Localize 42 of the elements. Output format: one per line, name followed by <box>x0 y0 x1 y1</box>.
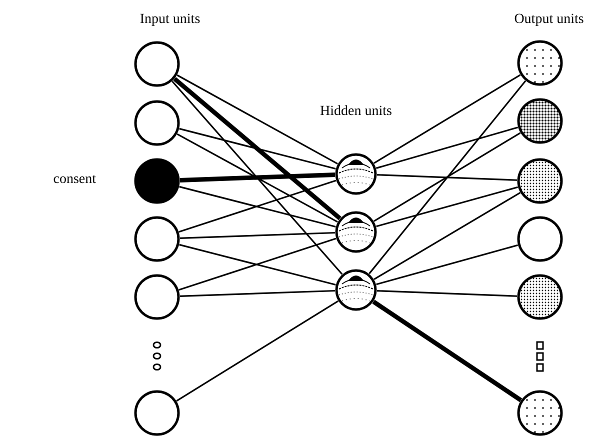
connection-line <box>180 290 336 297</box>
unit-label: consent <box>53 172 96 188</box>
connection-line <box>176 74 338 165</box>
connection-line <box>376 186 518 228</box>
unit-circle <box>134 100 180 146</box>
hidden-unit-circle <box>335 269 377 311</box>
connection-line <box>178 180 336 233</box>
unit-circle <box>517 274 563 320</box>
unit-circle <box>134 274 180 320</box>
connection-line <box>376 174 518 181</box>
hidden-unit-circle <box>335 153 377 195</box>
connection-line <box>179 244 336 286</box>
connection-line <box>376 290 518 297</box>
connection-line <box>376 244 518 286</box>
connection-line <box>368 80 526 274</box>
connection-line <box>180 172 336 182</box>
connection-line <box>176 133 338 223</box>
connection-line <box>374 74 521 164</box>
connection-line <box>179 128 336 170</box>
connection-line <box>374 192 521 280</box>
column-heading: Hidden units <box>319 104 393 120</box>
hidden-unit-circle <box>335 211 377 253</box>
connection-line <box>176 300 339 402</box>
connection-line <box>376 126 518 169</box>
column-heading: Output units <box>513 12 585 28</box>
unit-circle <box>517 216 563 262</box>
unit-circle <box>517 98 563 144</box>
unit-circle <box>134 390 180 436</box>
unit-circle <box>134 41 180 87</box>
connection-line <box>179 186 336 228</box>
connection-line <box>372 300 522 402</box>
connection-line <box>173 77 342 220</box>
unit-circle <box>517 158 563 204</box>
unit-circle <box>517 390 563 436</box>
unit-circle <box>134 158 180 204</box>
connection-line <box>374 132 521 222</box>
unit-circle <box>517 40 563 86</box>
connection-line <box>172 80 343 275</box>
unit-circle <box>134 216 180 262</box>
connection-line <box>180 232 336 239</box>
connection-line <box>178 238 336 291</box>
column-heading: Input units <box>138 12 202 28</box>
